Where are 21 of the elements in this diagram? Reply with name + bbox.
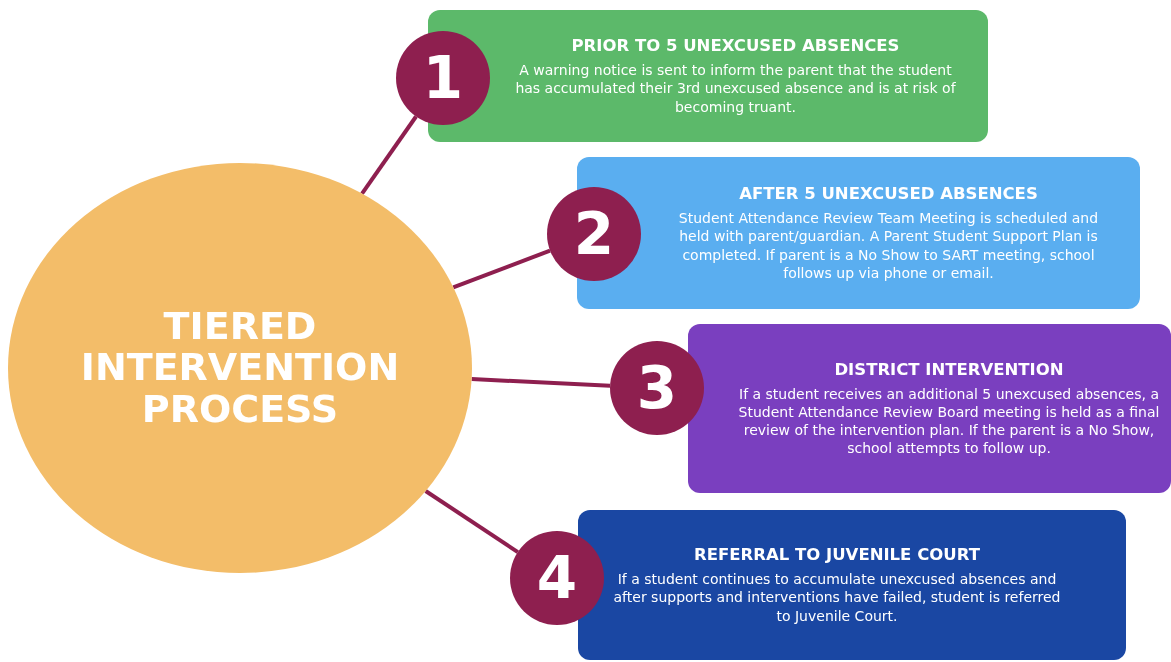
step-heading: DISTRICT INTERVENTION	[833, 359, 1065, 379]
step-number: 1	[422, 44, 464, 112]
connector-line	[424, 489, 519, 554]
step-heading: PRIOR TO 5 UNEXCUSED ABSENCES	[570, 36, 901, 56]
connector-line	[471, 377, 611, 388]
step-card	[428, 10, 988, 142]
step-number: 3	[636, 354, 678, 422]
connector-line	[452, 248, 551, 290]
step-card	[688, 324, 1171, 493]
step-description: Student Attendance Review Team Meeting is scheduled and held with parent/guardian. A Parent Student Support Plan is completed. If parent is a No Show to SART meeting, school follows up via phone or email.	[677, 209, 1100, 282]
step-heading: REFERRAL TO JUVENILE COURT	[693, 545, 981, 565]
step-number: 2	[573, 200, 615, 268]
step-number: 4	[536, 544, 578, 612]
step-card	[578, 510, 1126, 660]
step-card	[577, 157, 1140, 309]
connector-line	[360, 115, 418, 195]
step-heading: AFTER 5 UNEXCUSED ABSENCES	[738, 184, 1039, 204]
step-description: If a student continues to accumulate unexcused absences and after supports and interventions have failed, student is referred to Juvenile Court.	[612, 570, 1062, 625]
step-description: A warning notice is sent to inform the parent that the student has accumulated their 3rd unexcused absence and is at risk of becoming truant.	[514, 61, 957, 116]
step-description: If a student receives an additional 5 unexcused absences, a Student Attendance Review Board meeting is held as a final review of the intervention plan. If the parent is a No Show, school attempts to follow up.	[737, 384, 1161, 458]
title-text: TIERED INTERVENTION PROCESS	[79, 306, 401, 430]
